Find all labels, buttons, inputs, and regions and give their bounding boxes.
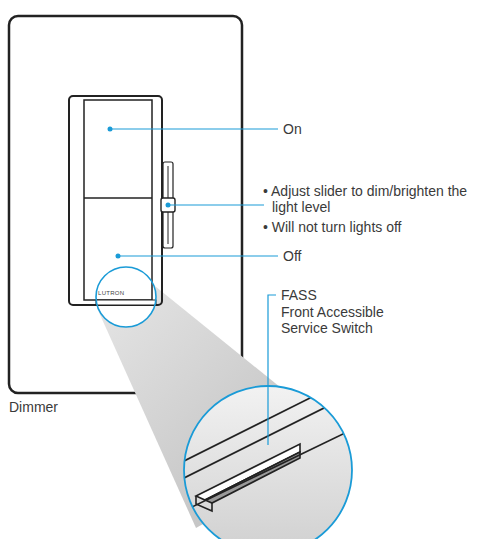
paddle [84,100,152,300]
on-label: On [283,121,343,137]
part-description: Front Accessible Service Switch [281,304,411,336]
switch-frame [69,96,162,305]
slider-note: • Adjust slider to dim/brighten the ligh… [263,183,484,215]
off-label: Off [283,248,343,264]
slider-note: • Will not turn lights off [263,219,484,235]
device-label: Dimmer [9,399,109,415]
leader-lines [110,129,278,445]
magnifier-small [96,267,156,327]
brand-mark: LUTRON [98,290,138,297]
part-name: FASS [281,287,401,303]
